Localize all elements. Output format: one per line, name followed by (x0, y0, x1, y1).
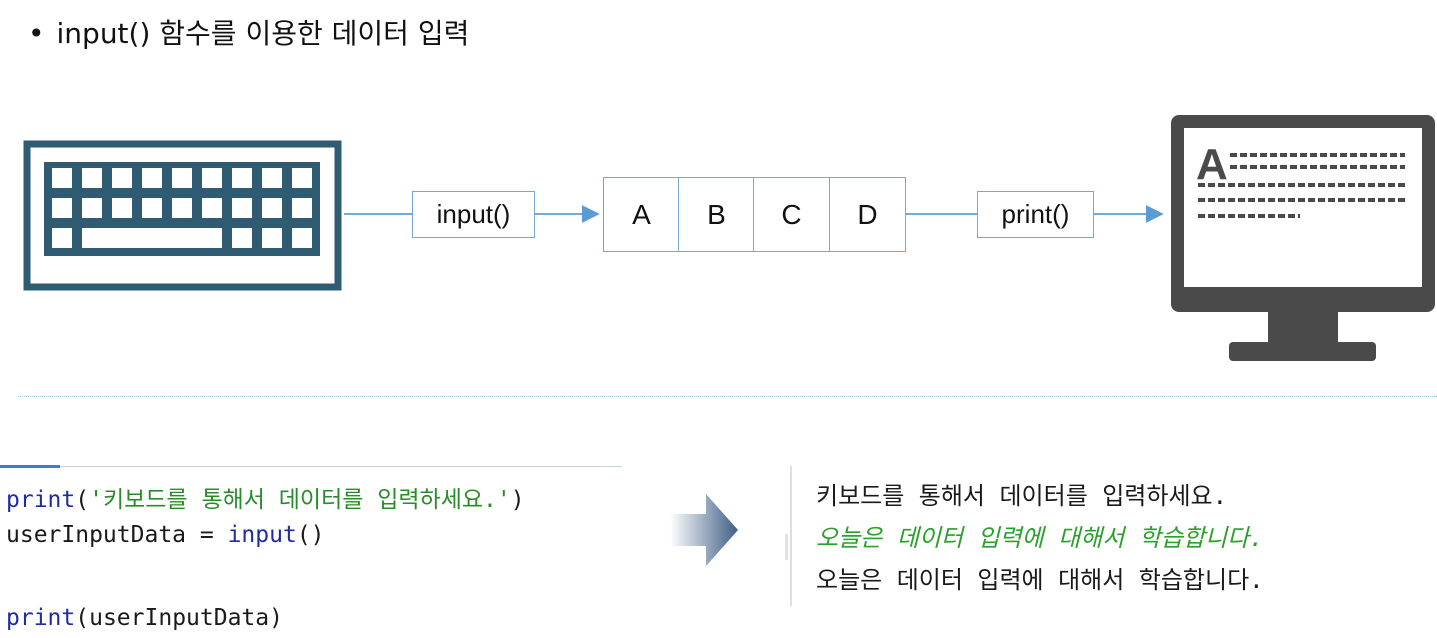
code-print-keyword-2: print (6, 605, 76, 631)
monitor-letter: A (1196, 140, 1228, 189)
code-print-argument: userInputData (89, 605, 270, 631)
code-prompt-string: '키보드를 통해서 데이터를 입력하세요.' (89, 487, 511, 513)
editor-top-rule (0, 466, 622, 467)
buffer-cell-a: A (603, 177, 680, 252)
buffer-cell-c: C (753, 177, 830, 252)
monitor-icon: A (1171, 115, 1435, 361)
console-prompt-line: 키보드를 통해서 데이터를 입력하세요. (816, 482, 1228, 510)
buffer-cell-d: D (829, 177, 906, 252)
code-print-keyword: print (6, 487, 76, 513)
code-line-1: print('키보드를 통해서 데이터를 입력하세요.') (6, 487, 525, 513)
console-left-rule (790, 466, 792, 606)
console-printed-line: 오늘은 데이터 입력에 대해서 학습합니다. (816, 566, 1264, 594)
result-arrow-icon (670, 494, 738, 566)
keyboard-icon (23, 140, 342, 291)
editor-tab-accent (0, 465, 60, 468)
heading-text: input() 함수를 이용한 데이터 입력 (56, 17, 470, 50)
buffer-cell-b: B (678, 177, 755, 252)
code-line-2: userInputData = input() (6, 522, 325, 548)
section-divider (18, 396, 1437, 397)
data-flow-diagram: A (23, 115, 1435, 361)
slide-heading: • input() 함수를 이용한 데이터 입력 (28, 12, 469, 52)
print-function-box: print() (977, 191, 1094, 238)
heading-bullet: • (28, 17, 45, 50)
console-scroll-tick (785, 534, 788, 560)
code-line-4: print(userInputData) (6, 605, 283, 631)
console-user-input-line: 오늘은 데이터 입력에 대해서 학습합니다. (816, 524, 1264, 552)
code-variable-assign: userInputData = (6, 522, 228, 548)
code-input-keyword: input (227, 522, 297, 548)
input-function-box: input() (412, 191, 535, 238)
